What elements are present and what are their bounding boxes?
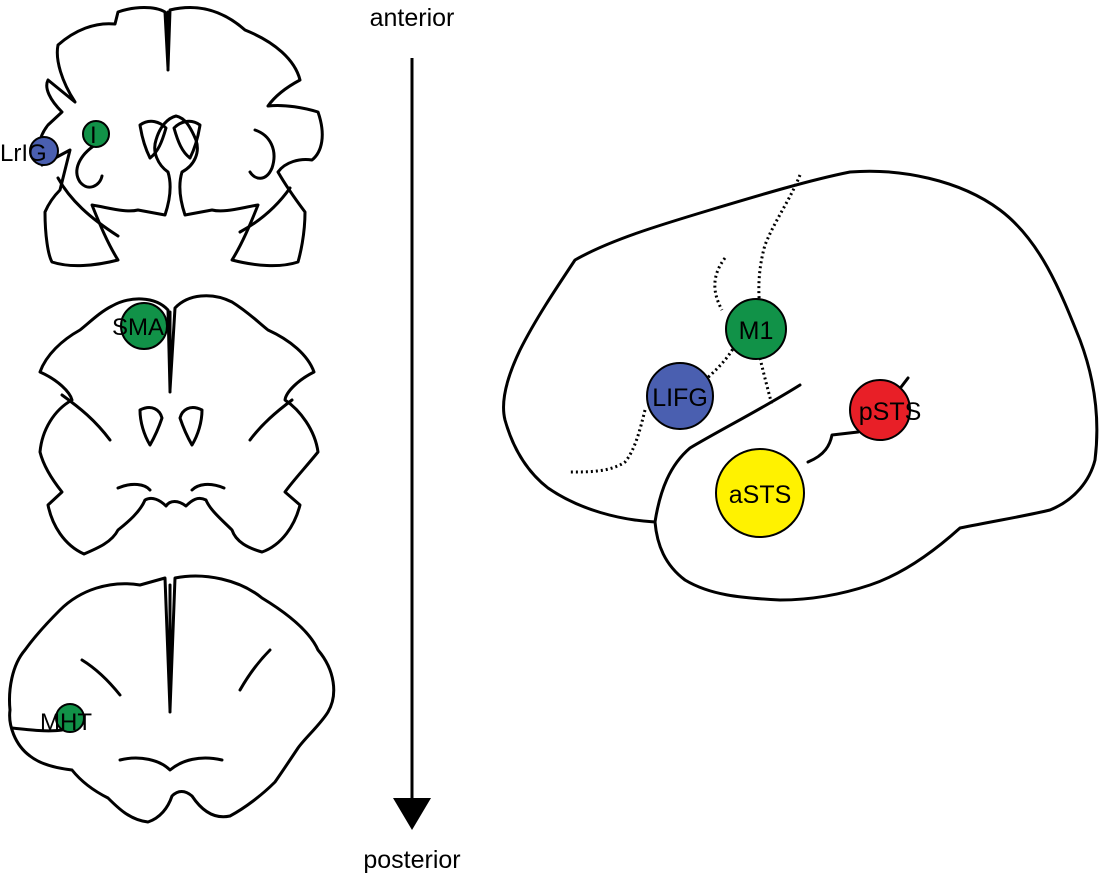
coronal-slice-middle-base-left [116,482,152,492]
m1-region-marker [725,298,787,360]
coronal-slice-middle-sulcus-right [248,398,294,442]
lrig-region-marker [29,136,59,166]
psts-label: pSTS [859,398,922,426]
i-region-marker [82,120,110,148]
psts-region-marker [849,379,911,441]
mht-label: MHT [40,709,92,736]
coronal-slice-anterior-fissure-right [248,128,276,180]
coronal-slice-middle-sulcus-left [60,393,112,442]
asts-region-marker [715,448,805,538]
coronal-slice-posterior-base [118,756,224,772]
lrig-label: LrIG [0,140,47,167]
coronal-slice-posterior-sulcus-right [238,648,272,692]
coronal-slice-posterior-sulcus-left [80,658,122,697]
coronal-slice-anterior-ventricle-left [138,119,168,160]
lifg-label: LIFG [652,384,708,412]
coronal-slice-posterior-fissure [10,726,64,733]
anterior-posterior-axis: anterior posterior [363,4,460,874]
sylvian-branch [569,409,647,474]
coronal-slice-posterior-outline [8,574,336,824]
superior-temporal-sulcus [806,430,860,464]
lateral-brain-view: M1 LIFG pSTS aSTS [501,169,1099,602]
sma-label: SMA [112,314,164,341]
axis-arrowhead [393,798,431,830]
coronal-slice-middle-ventricle-right [178,406,204,447]
coronal-slice-anterior-outline [37,6,324,268]
lifg-region-marker [646,362,714,430]
coronal-slice-middle-base-right [190,482,226,492]
coronal-slice-anterior: LrIG I [0,6,324,268]
coronal-slice-anterior-temporal-left [56,176,120,238]
coronal-slice-posterior: MHT [8,574,336,824]
sma-region-marker [120,302,168,350]
posterior-label: posterior [363,846,460,874]
temporal-lobe-boundary [653,383,802,524]
coronal-slice-anterior-ventricle-right [172,119,202,160]
asts-label: aSTS [729,481,792,509]
anterior-label: anterior [370,4,455,32]
coronal-slice-middle: SMA [38,294,320,556]
mht-region-marker [55,703,85,733]
precentral-sulcus [713,257,727,311]
m1-label: M1 [739,317,774,345]
i-label: I [90,122,97,149]
coronal-slice-middle-ventricle-left [138,406,164,447]
coronal-slice-anterior-fissure-left [75,143,104,189]
central-sulcus [757,174,802,311]
coronal-slice-middle-outline [38,294,320,556]
coronal-slice-anterior-temporal-right [238,186,292,234]
